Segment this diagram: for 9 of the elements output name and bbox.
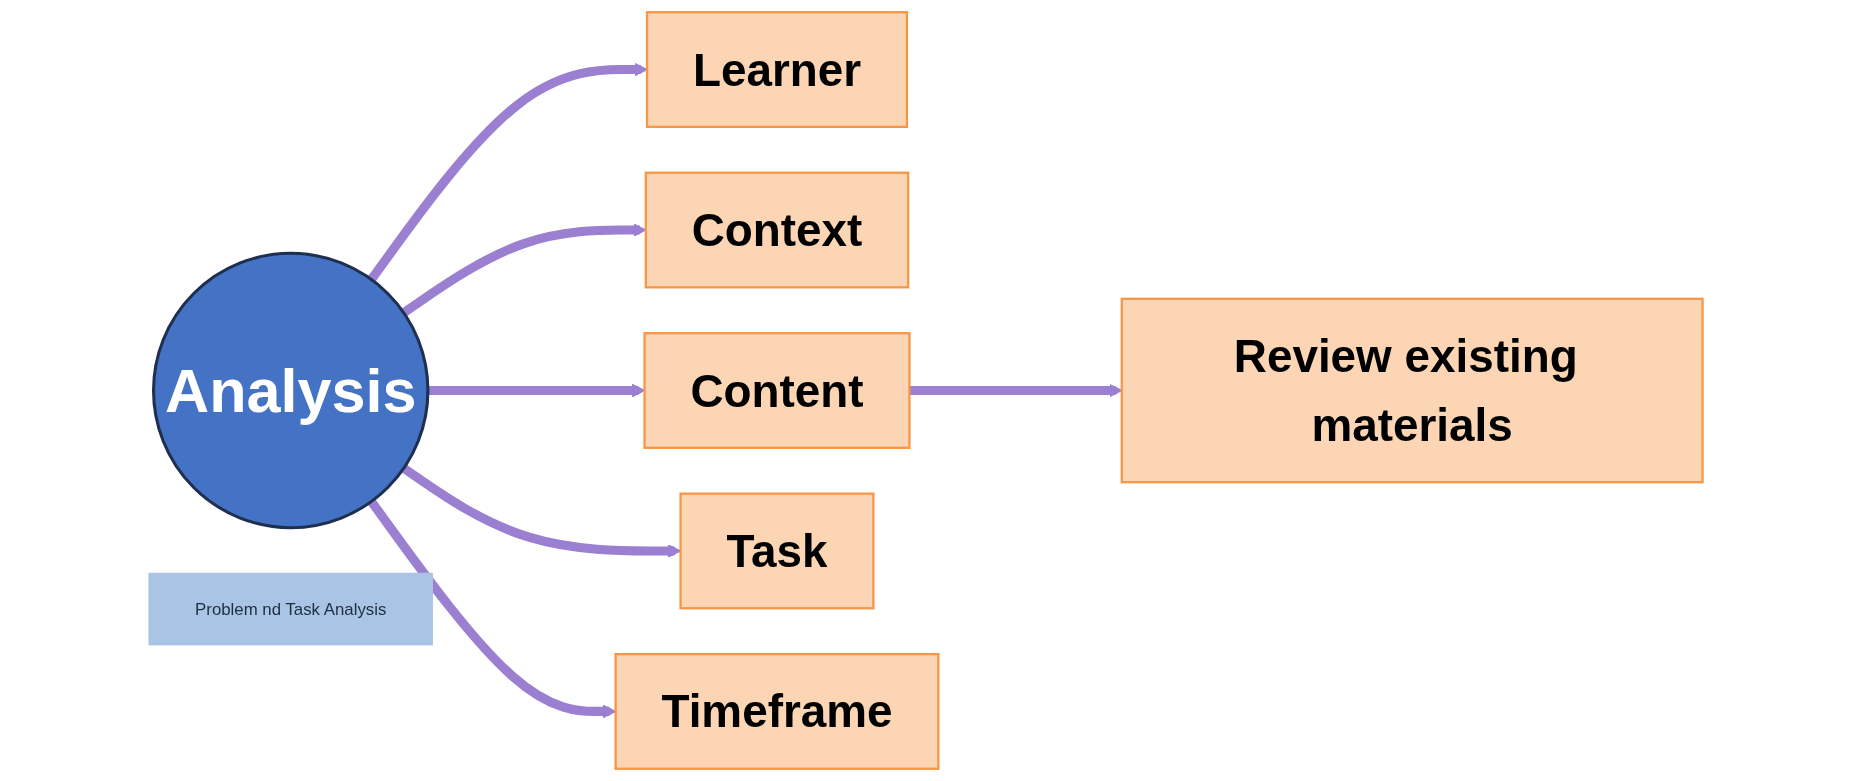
node-box: Context <box>644 171 910 289</box>
node-box: Review existing materials <box>1120 297 1704 484</box>
node-box: Content <box>643 332 911 449</box>
node-box: Problem nd Task Analysis <box>148 572 434 646</box>
node-box: Learner <box>646 11 909 128</box>
arrow <box>367 62 648 283</box>
node-box: Task <box>679 492 875 610</box>
node-box: Timeframe <box>614 653 940 770</box>
node-circle: Analysis <box>152 251 430 530</box>
